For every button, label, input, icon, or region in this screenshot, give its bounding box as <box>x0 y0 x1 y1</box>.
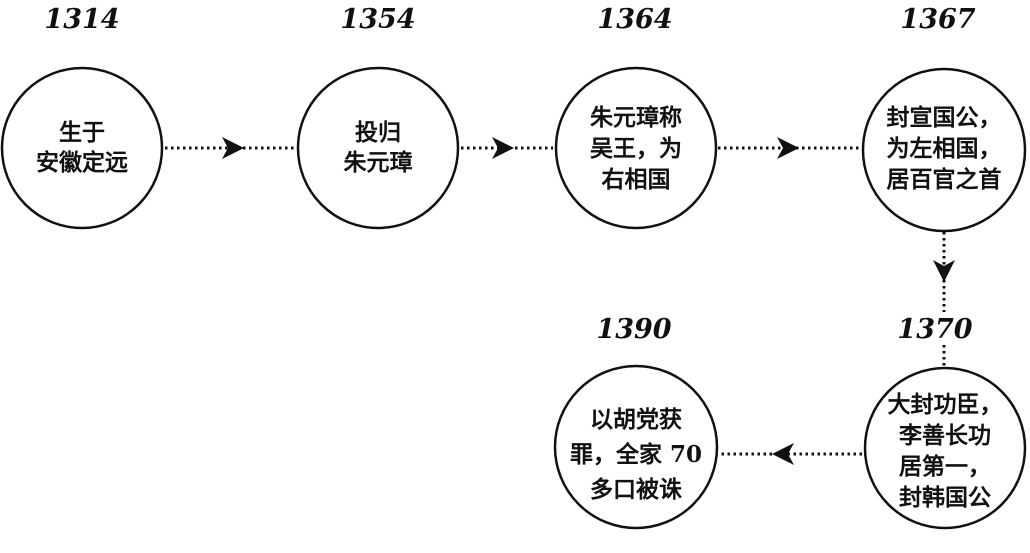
event-text: 封宣国公， <box>887 104 1002 131</box>
event-text: 多口被诛 <box>590 476 682 503</box>
event-year: 1354 <box>340 4 415 35</box>
event-year: 1370 <box>897 314 972 345</box>
arrow-1354-1364 <box>461 137 553 159</box>
arrow-1364-1367 <box>718 137 860 159</box>
event-text: 朱元璋 <box>344 149 413 176</box>
event-1314: 1314 生于 安徽定远 <box>0 4 164 230</box>
event-text: 生于 <box>59 119 105 146</box>
arrow-1370-1390 <box>721 443 862 465</box>
event-1390: 1390 以胡党获 罪，全家 70 多口被诛 <box>553 314 719 530</box>
event-text: 右相国 <box>602 166 671 193</box>
event-year: 1364 <box>597 4 672 35</box>
event-text: 投归 <box>355 119 401 146</box>
event-text: 吴王，为 <box>590 135 682 162</box>
event-text: 居百官之首 <box>887 166 1002 193</box>
event-text: 朱元璋称 <box>590 104 682 131</box>
event-year: 1314 <box>44 4 119 35</box>
arrowhead-icon <box>933 260 955 282</box>
arrow-1367-1370 <box>933 232 955 367</box>
event-1364: 1364 朱元璋称 吴王，为 右相国 <box>554 4 718 230</box>
arrowhead-icon <box>772 443 794 465</box>
event-text: 为左相国， <box>887 135 1002 162</box>
event-1370: 1370 大封功臣， 李善长功 居第一， 封韩国公 <box>863 314 1027 530</box>
event-year: 1390 <box>596 314 671 345</box>
event-text: 居第一， <box>899 453 991 480</box>
arrowhead-icon <box>222 137 244 159</box>
event-1354: 1354 投归 朱元璋 <box>296 4 460 230</box>
event-text: 大封功臣， <box>888 391 1003 418</box>
event-text: 以胡党获 <box>590 406 682 433</box>
event-year: 1367 <box>900 4 975 35</box>
event-text: 封韩国公 <box>899 484 991 511</box>
event-text: 李善长功 <box>899 422 991 449</box>
arrowhead-icon <box>777 137 799 159</box>
arrow-1314-1354 <box>165 137 296 159</box>
event-text: 安徽定远 <box>36 149 128 176</box>
event-1367: 1367 封宣国公， 为左相国， 居百官之首 <box>861 4 1027 233</box>
arrowhead-icon <box>492 137 514 159</box>
event-text: 罪，全家 70 <box>570 441 702 468</box>
